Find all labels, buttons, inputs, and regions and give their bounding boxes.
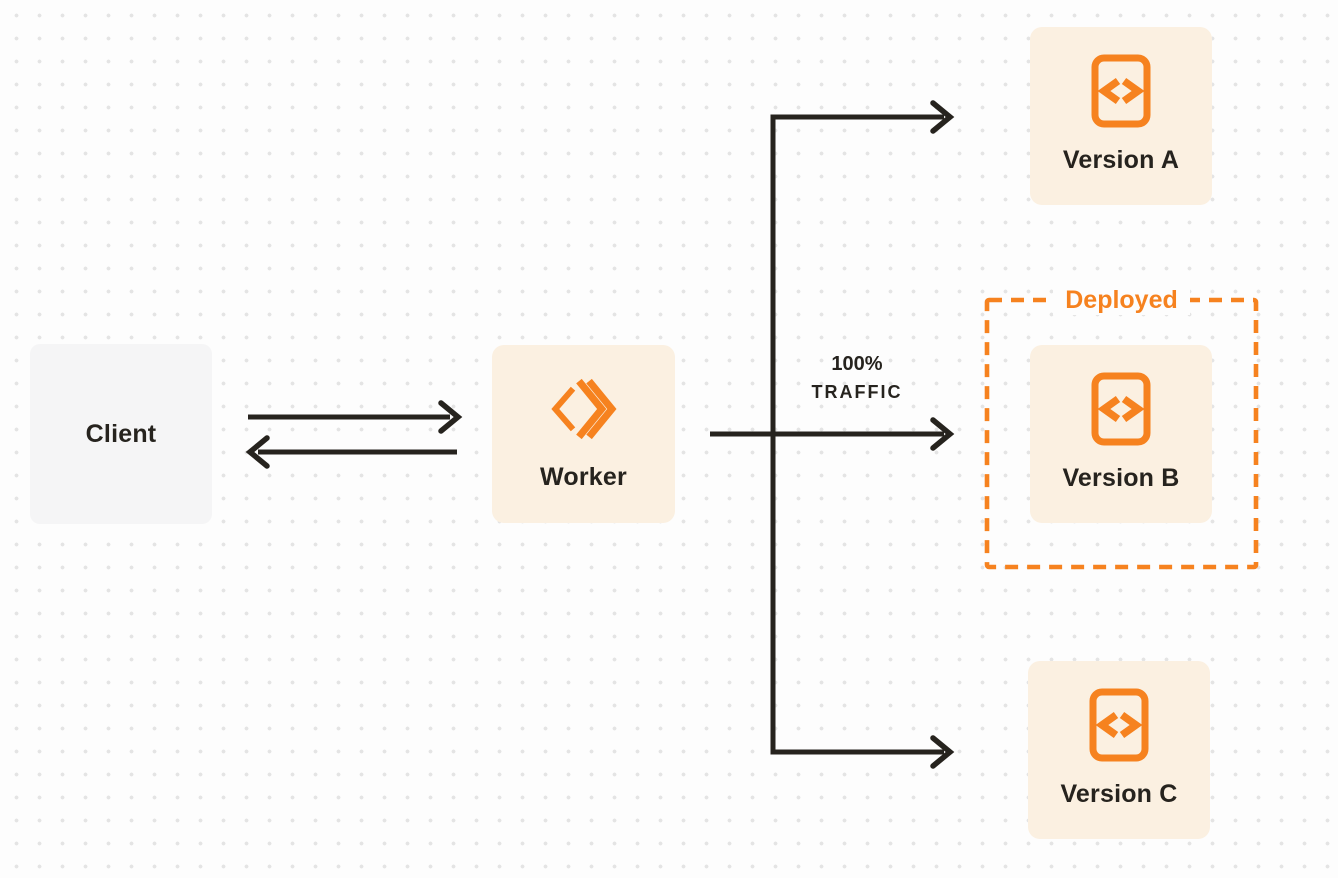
traffic-to-version-b-arrowhead (930, 417, 955, 451)
worker-branch-trunk (710, 114, 944, 755)
branch-to-version-c-arrow (770, 735, 955, 769)
code-file-icon (1089, 688, 1149, 762)
client-to-worker-arrow (248, 400, 463, 434)
code-file-icon (1091, 372, 1151, 446)
worker-node: Worker (492, 345, 675, 523)
version-c-label: Version C (1060, 780, 1178, 808)
cloudflare-workers-icon (550, 378, 617, 440)
branch-to-version-a-arrow (770, 100, 955, 134)
code-file-icon (1091, 54, 1151, 128)
version-a-node: Version A (1030, 27, 1212, 205)
traffic-percent: 100% (831, 353, 883, 375)
worker-to-client-arrow (245, 435, 457, 469)
deployed-badge-wrap: Deployed (985, 286, 1258, 315)
version-b-node: Version B (1030, 345, 1212, 523)
traffic-annotation: 100% TRAFFIC (777, 351, 937, 407)
client-label: Client (85, 419, 157, 448)
worker-label: Worker (540, 463, 627, 491)
traffic-word: TRAFFIC (811, 382, 903, 402)
version-a-label: Version A (1062, 146, 1180, 174)
version-b-label: Version B (1062, 464, 1180, 492)
client-node: Client (30, 344, 212, 524)
version-c-node: Version C (1028, 661, 1210, 839)
deployed-badge: Deployed (1053, 286, 1190, 315)
